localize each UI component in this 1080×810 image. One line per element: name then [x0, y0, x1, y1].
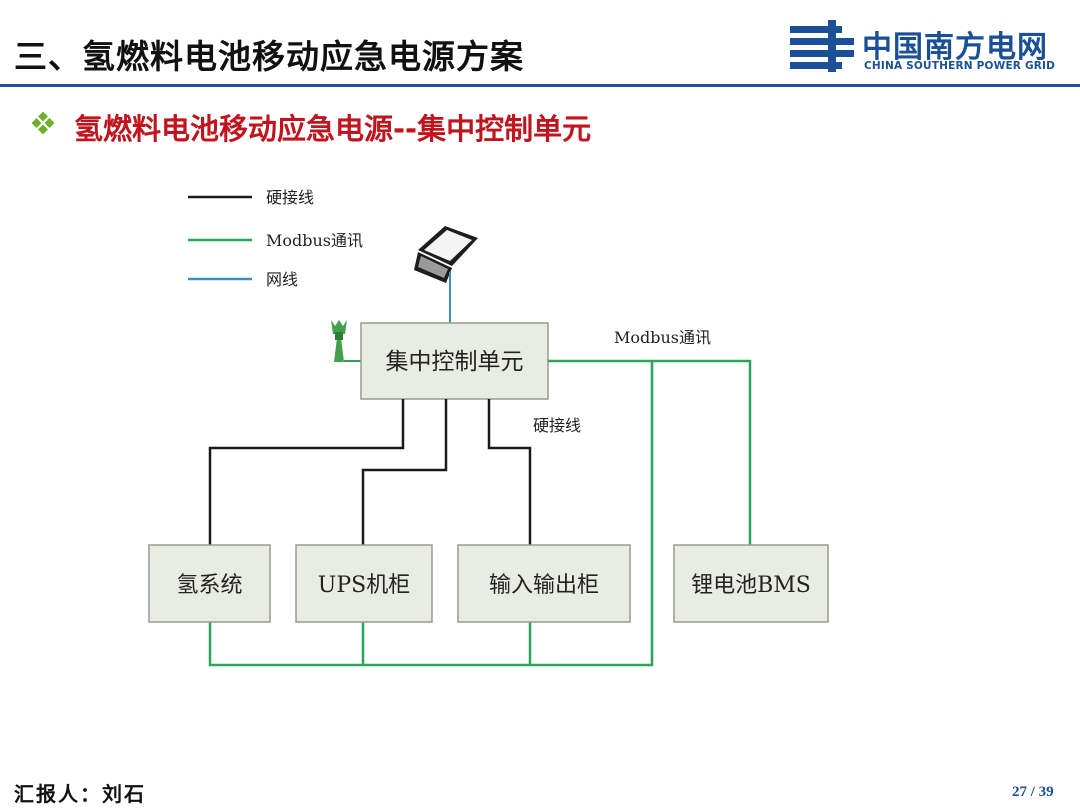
io-cabinet-box	[457, 544, 631, 623]
control-unit-label: 集中控制单元	[386, 349, 524, 375]
csg-logo-icon	[790, 20, 854, 72]
header-divider	[0, 84, 1080, 87]
bms-label: 锂电池BMS	[691, 573, 811, 598]
reporter-label: 汇报人：刘石	[14, 782, 146, 806]
control-unit-box	[360, 322, 549, 400]
modbus-trunk	[548, 359, 752, 545]
bms-box	[673, 544, 829, 623]
hydrogen-system-box	[148, 544, 271, 623]
ups-cabinet-box	[295, 544, 433, 623]
company-logo: 中国南方电网 CHINA SOUTHERN POWER GRID	[788, 20, 1068, 72]
page-title: 三、氢燃料电池移动应急电源方案	[14, 37, 524, 76]
hard-wire-hydrogen	[208, 399, 405, 545]
laptop-icon	[414, 226, 478, 283]
legend: 硬接线 Modbus通讯 网线	[188, 188, 363, 289]
hydrogen-system-label: 氢系统	[176, 573, 242, 598]
ups-cabinet-label: UPS机柜	[318, 573, 410, 598]
io-cabinet-label: 输入输出柜	[489, 573, 599, 598]
page-number: 27 / 39	[1012, 784, 1054, 800]
hard-wire-ups	[361, 399, 448, 545]
hard-wire-io	[487, 399, 532, 545]
legend-modbus-label: Modbus通讯	[266, 231, 363, 250]
logo-english-text: CHINA SOUTHERN POWER GRID	[864, 60, 1056, 72]
hard-wire-label: 硬接线	[533, 416, 581, 435]
logo-chinese-text: 中国南方电网	[862, 30, 1048, 65]
section-heading-text: 氢燃料电池移动应急电源--集中控制单元	[74, 112, 592, 146]
modbus-bus	[208, 361, 654, 667]
legend-network-label: 网线	[266, 270, 298, 289]
diamond-bullet-icon	[32, 112, 54, 134]
legend-hard-wire-label: 硬接线	[266, 188, 314, 207]
modbus-label: Modbus通讯	[614, 328, 711, 347]
antenna-icon	[331, 320, 347, 362]
